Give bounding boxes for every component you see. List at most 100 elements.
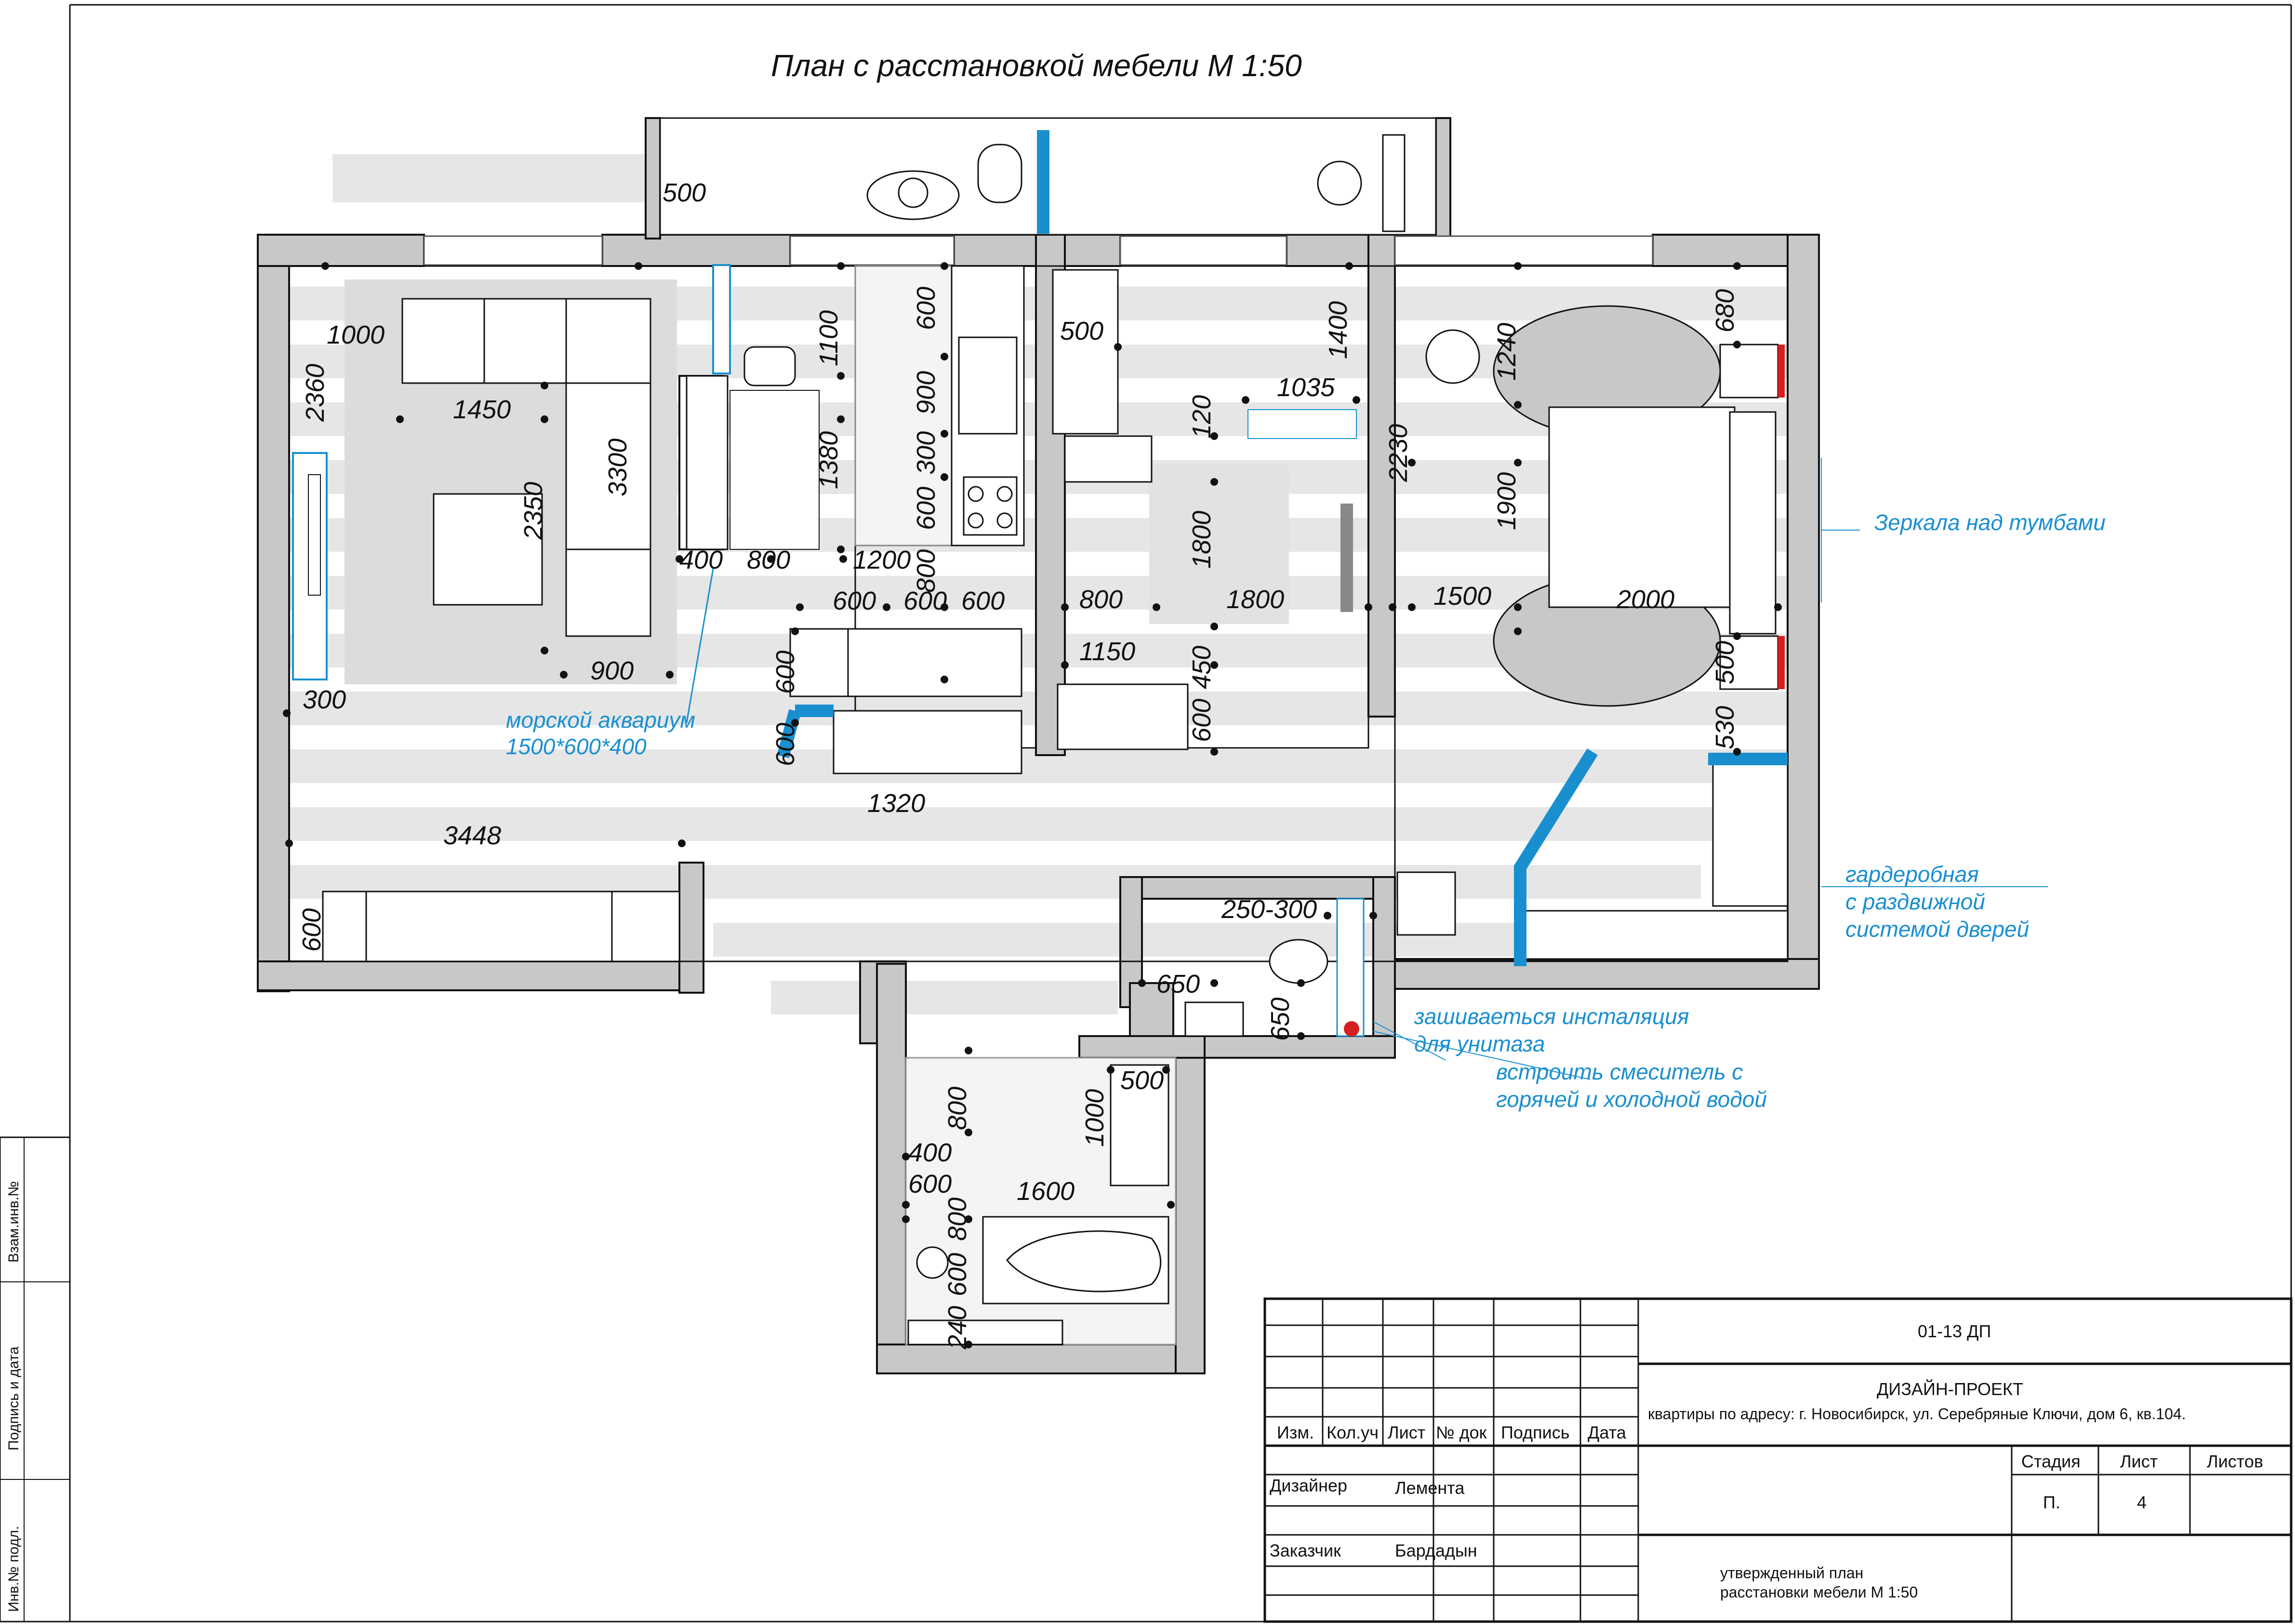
dimension-label: 120 — [1187, 395, 1216, 439]
tb-col-ndok: № док — [1436, 1423, 1487, 1442]
dimension-label: 1000 — [1080, 1089, 1109, 1147]
dimension-label: 1400 — [1324, 301, 1353, 359]
tb-sheets-label: Листов — [2207, 1451, 2263, 1471]
wc — [1184, 898, 1365, 1037]
dimension-label: 1800 — [1187, 511, 1216, 569]
tb-description-1: утвержденный план — [1720, 1564, 1863, 1582]
dimension-label: 800 — [943, 1198, 972, 1241]
bathroom — [905, 1057, 1177, 1345]
note-aquarium-size: 1500*600*400 — [506, 734, 647, 759]
dimension-label: 600 — [943, 1253, 972, 1296]
aquarium — [686, 375, 729, 550]
dimension-label: 600 — [1187, 699, 1216, 742]
dimension-label: 1450 — [453, 395, 511, 424]
tb-col-podpis: Подпись — [1501, 1423, 1569, 1442]
dimension-label: 600 — [912, 487, 941, 530]
dimension-label: 500 — [663, 178, 706, 207]
note-installation-2: для унитаза — [1414, 1031, 1545, 1056]
side-stamp-cell-3: Инв.№ подл. — [6, 1526, 22, 1612]
dimension-label: 600 — [912, 287, 941, 330]
tb-col-koluch: Кол.уч — [1327, 1423, 1379, 1442]
dimension-label: 600 — [833, 586, 876, 615]
tb-customer-name: Бардадын — [1395, 1541, 1477, 1560]
dimension-label: 800 — [912, 549, 941, 593]
dimension-label: 600 — [903, 586, 947, 615]
dimension-label: 450 — [1187, 646, 1216, 689]
dimension-label: 1900 — [1492, 472, 1521, 530]
dimension-label: 650 — [1266, 998, 1295, 1041]
tb-sheet-label: Лист — [2120, 1451, 2158, 1471]
note-installation: зашиваеться инсталяция — [1414, 1004, 1689, 1029]
bedroom — [1425, 305, 1785, 707]
aquarium-leader — [686, 568, 714, 723]
dimension-label: 650 — [1156, 970, 1200, 998]
note-wardrobe-2: с раздвижной — [1845, 889, 1985, 914]
dimension-label: 1800 — [1226, 585, 1284, 614]
mixer-marker — [1344, 1021, 1359, 1037]
note-mixer-2: горячей и холодной водой — [1496, 1087, 1767, 1112]
dimension-label: 1150 — [1079, 637, 1135, 666]
dimension-label: 1320 — [867, 789, 925, 818]
dimension-label: 500 — [1120, 1066, 1164, 1095]
dimension-label: 600 — [297, 908, 326, 952]
tb-designer-label: Дизайнер — [1270, 1476, 1347, 1495]
dimension-label: 600 — [771, 651, 800, 694]
dimension-label: 2230 — [1384, 424, 1413, 482]
side-stamp-cell-2: Подпись и дата — [6, 1346, 22, 1451]
dimension-label: 1380 — [814, 431, 843, 489]
note-aquarium: морской аквариум — [506, 707, 695, 732]
plan-title: План с расстановкой мебели М 1:50 — [771, 48, 1302, 83]
dimension-label: 1240 — [1492, 323, 1521, 381]
tb-col-data: Дата — [1588, 1423, 1627, 1442]
tb-col-list: Лист — [1388, 1423, 1425, 1442]
tb-code: 01-13 ДП — [1918, 1321, 1991, 1341]
dimension-label: 1600 — [1017, 1177, 1075, 1206]
coffee-table — [433, 493, 543, 606]
dimension-label: 680 — [1711, 289, 1739, 333]
dimension-label: 900 — [590, 656, 634, 685]
dimension-label: 3300 — [603, 439, 632, 496]
tv — [308, 474, 321, 596]
dimension-label: 1500 — [1433, 582, 1491, 611]
dimension-label: 800 — [1079, 585, 1123, 614]
dimension-label: 800 — [943, 1087, 972, 1130]
dimension-label: 400 — [908, 1138, 952, 1167]
dimension-label: 800 — [747, 546, 790, 574]
tb-customer-label: Заказчик — [1270, 1541, 1341, 1560]
title-block: Изм. Кол.уч Лист № док Подпись Дата Диза… — [1263, 1297, 2293, 1623]
tb-sheet-value: 4 — [2137, 1492, 2147, 1512]
corridor-wardrobe — [322, 891, 680, 962]
chair — [743, 346, 796, 386]
kitchen — [789, 265, 1025, 774]
side-stamp-cell-1: Взам.инв.№ — [6, 1181, 22, 1263]
dimension-label: 2350 — [519, 482, 548, 540]
dimension-label: 500 — [1060, 317, 1103, 346]
dimension-label: 2000 — [1616, 585, 1674, 614]
dimension-label: 1000 — [327, 320, 385, 349]
tb-description-2: расстановки мебели М 1:50 — [1720, 1584, 1918, 1601]
dimension-label: 2360 — [301, 364, 330, 422]
note-wardrobe-3: системой дверей — [1845, 917, 2029, 942]
dimension-label: 600 — [771, 723, 800, 766]
dimension-label: 250-300 — [1221, 895, 1317, 924]
dimension-labels: 500 1000 2360 1450 3300 2350 400 800 900… — [297, 178, 1739, 1350]
tb-stage-value: П. — [2043, 1492, 2060, 1512]
sofa — [401, 298, 651, 637]
tb-stage-label: Стадия — [2021, 1451, 2081, 1471]
tb-designer-name: Лемента — [1395, 1478, 1465, 1498]
aquarium-niche — [712, 264, 731, 374]
hall-rug — [1149, 465, 1289, 624]
windows — [423, 235, 1654, 266]
tb-address: квартиры по адресу: г. Новосибирск, ул. … — [1648, 1405, 2186, 1423]
note-mixer: встроить смеситель с — [1496, 1059, 1743, 1084]
dimension-label: 400 — [679, 546, 723, 574]
dimension-label: 600 — [961, 586, 1005, 615]
wardrobe-partition — [1514, 748, 1598, 966]
note-wardrobe: гардеробная — [1845, 862, 1979, 887]
note-mirrors: Зеркала над тумбами — [1874, 510, 2106, 535]
floor-plan: 500 1000 2360 1450 3300 2350 400 800 900… — [257, 117, 2106, 1374]
dimension-label: 1100 — [814, 310, 843, 366]
middle-room — [1052, 269, 1357, 750]
dimension-ticks — [283, 262, 1782, 1348]
